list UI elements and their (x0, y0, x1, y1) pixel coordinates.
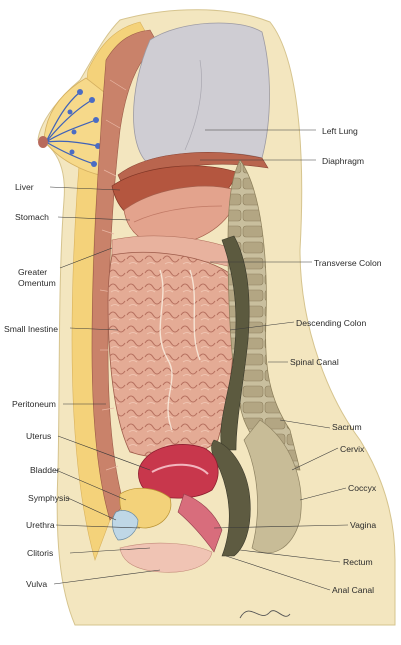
label-peritoneum: Peritoneum (12, 399, 56, 409)
left-lung (133, 22, 270, 166)
label-left-lung: Left Lung (322, 126, 358, 136)
label-anal-canal: Anal Canal (332, 585, 375, 595)
label-greater-omentum-line1: Greater (18, 267, 48, 277)
label-greater-omentum-line2: Omentum (18, 278, 56, 288)
symphysis (112, 510, 139, 541)
label-bladder: Bladder (30, 465, 60, 475)
label-liver: Liver (15, 182, 34, 192)
label-coccyx: Coccyx (348, 483, 377, 493)
artist-signature (239, 610, 291, 619)
abdominal-wall (91, 29, 159, 521)
label-cervix: Cervix (340, 444, 365, 454)
label-vagina: Vagina (350, 520, 377, 530)
label-urethra: Urethra (26, 520, 55, 530)
nipple (38, 136, 48, 148)
label-uterus: Uterus (26, 431, 52, 441)
label-stomach: Stomach (15, 212, 49, 222)
label-diaphragm: Diaphragm (322, 156, 365, 166)
vulva (119, 542, 213, 573)
label-descending-colon: Descending Colon (296, 318, 367, 328)
label-small-intestine: Small Inestine (4, 324, 58, 334)
label-rectum: Rectum (343, 557, 373, 567)
label-leaders (49, 129, 349, 591)
descending-colon (220, 235, 250, 451)
label-spinal-canal: Spinal Canal (290, 357, 339, 367)
label-vulva: Vulva (26, 579, 48, 589)
label-clitoris: Clitoris (27, 548, 54, 558)
vagina (177, 493, 223, 553)
label-transverse-colon: Transverse Colon (314, 258, 382, 268)
mammary-glands (45, 91, 99, 165)
sacrum (243, 419, 302, 554)
label-sacrum: Sacrum (332, 422, 362, 432)
label-symphysis: Symphysis (28, 493, 70, 503)
